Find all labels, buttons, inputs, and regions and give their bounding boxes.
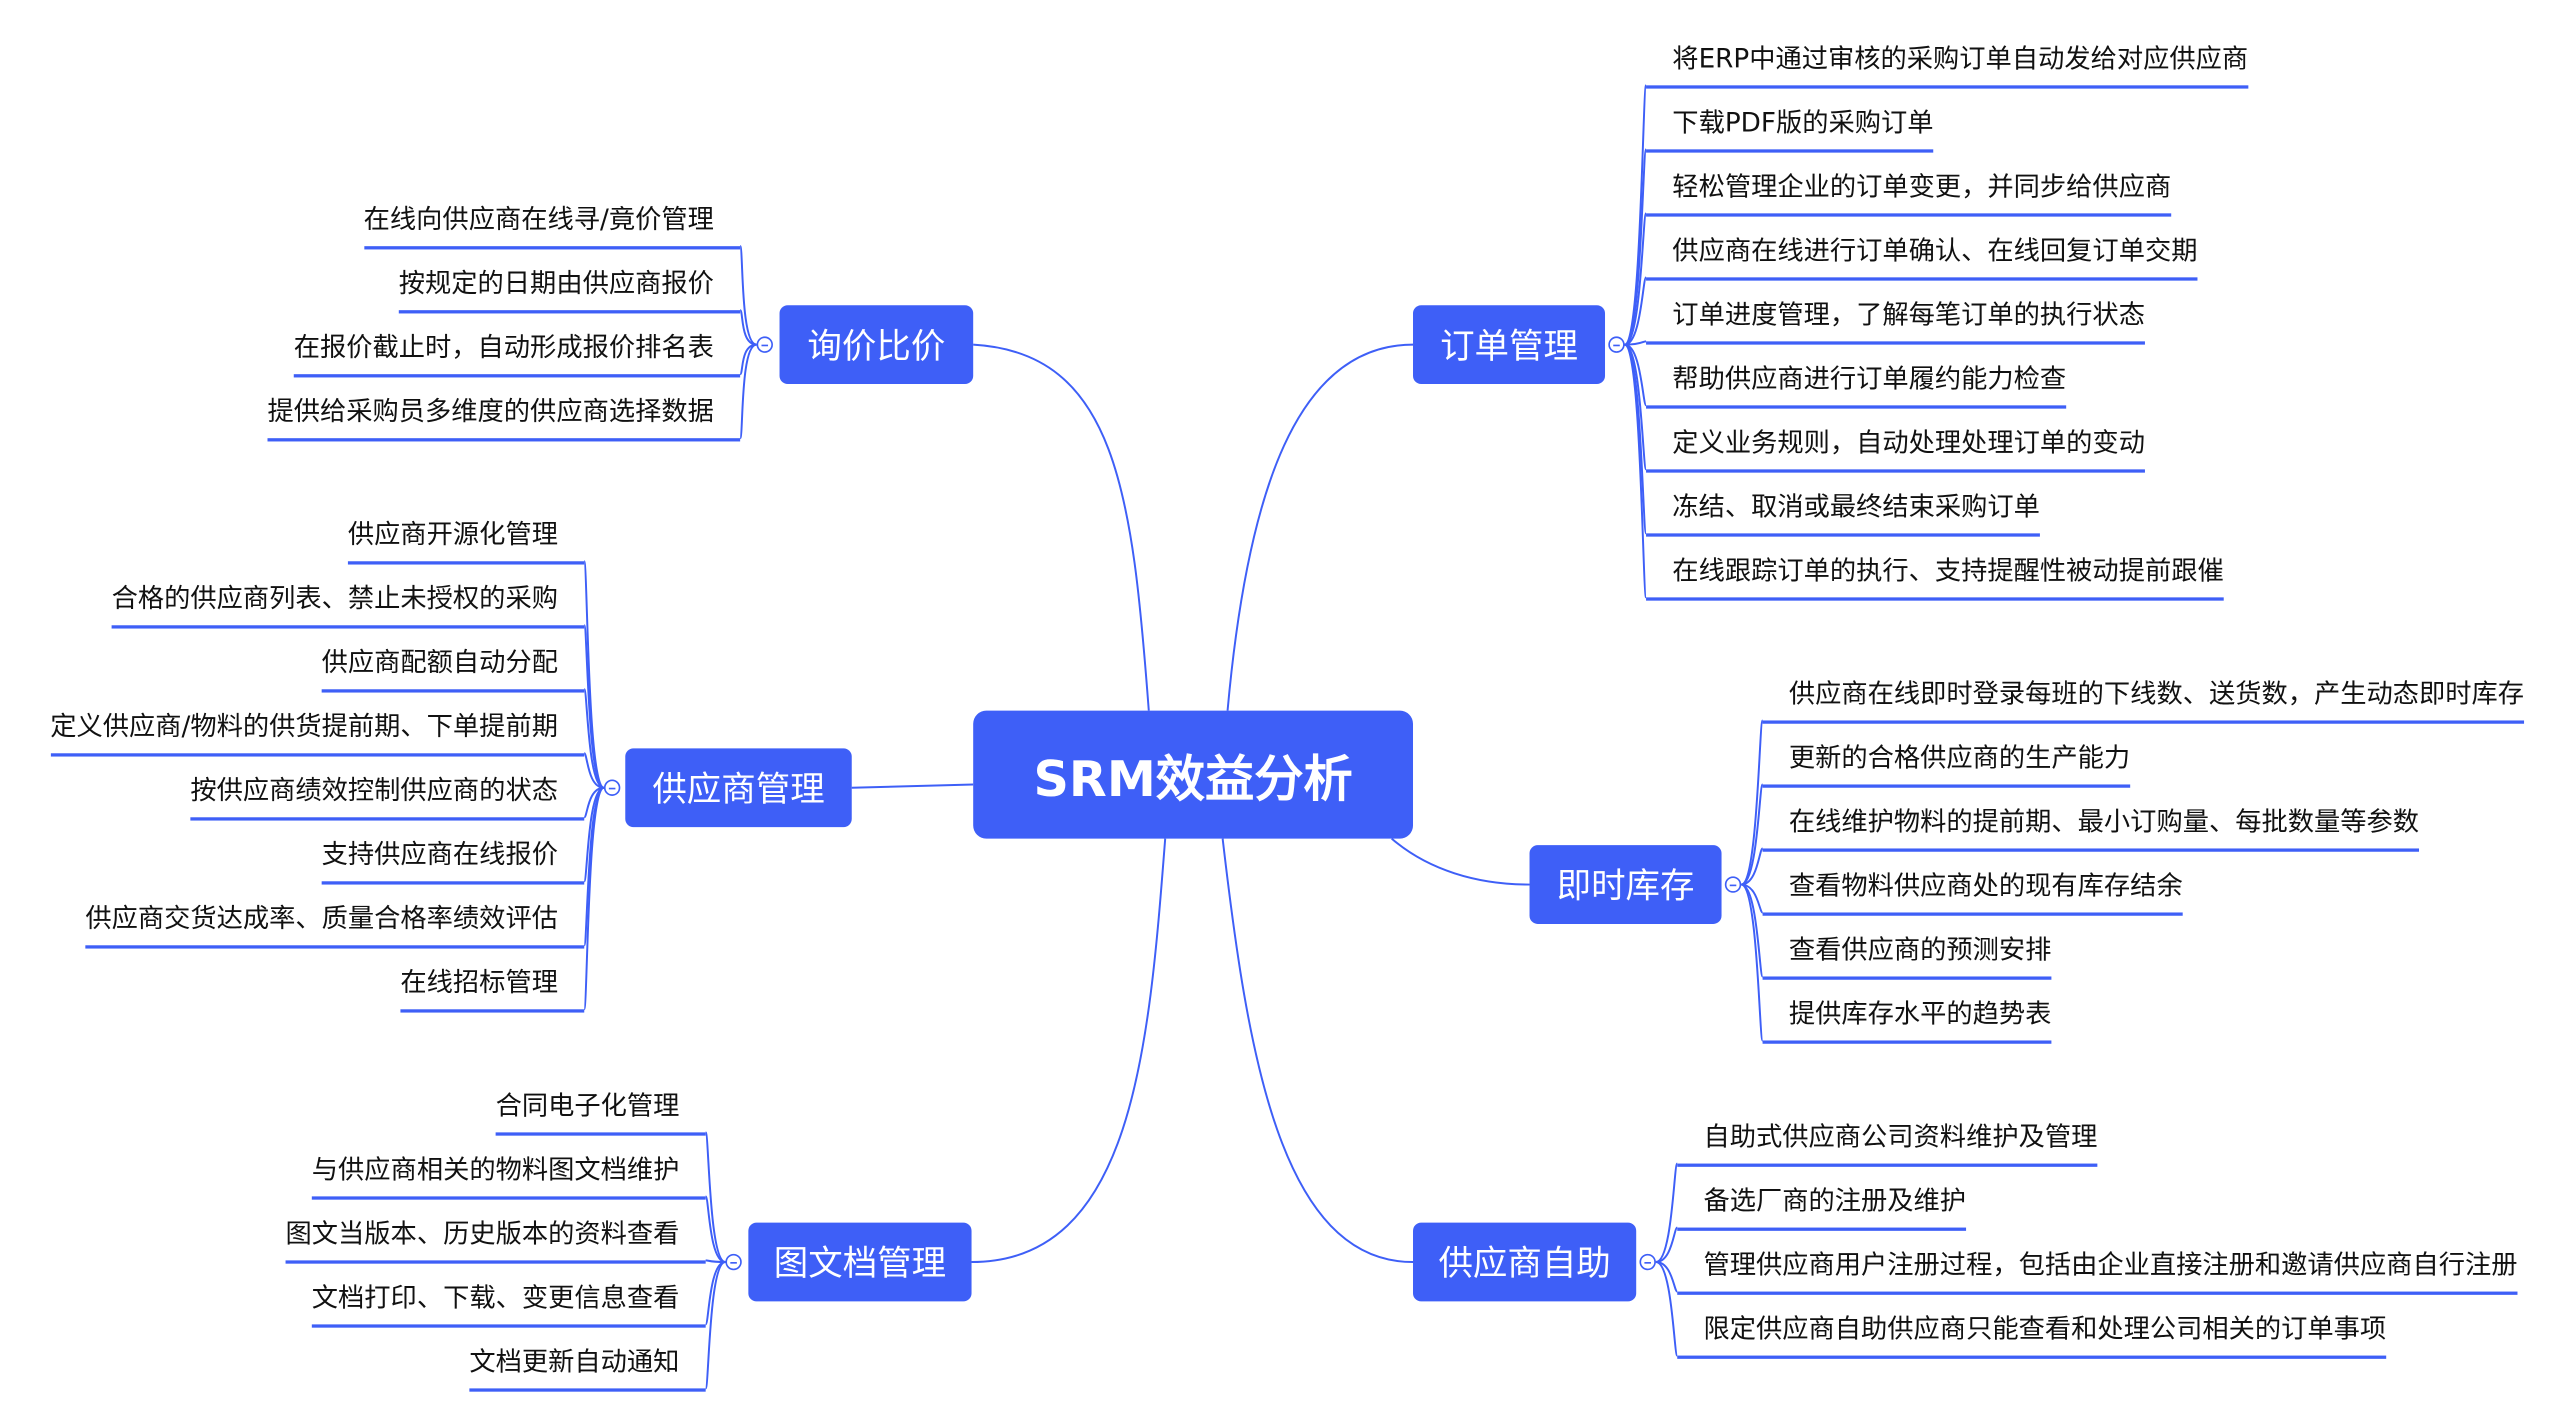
- connector-line: [1741, 847, 1764, 886]
- leaf-item[interactable]: 在线跟踪订单的执行、支持提醒性被动提前跟催: [1646, 555, 2224, 601]
- leaf-item[interactable]: 下载PDF版的采购订单: [1646, 107, 1934, 153]
- connector-line: [704, 1261, 726, 1390]
- collapse-icon[interactable]: [1608, 336, 1625, 353]
- collapse-icon[interactable]: [1639, 1253, 1656, 1271]
- connector-line: [1624, 276, 1648, 346]
- leaf-item[interactable]: 按规定的日期由供应商报价: [398, 268, 741, 314]
- collapse-icon[interactable]: [756, 336, 773, 353]
- connector-line: [739, 309, 757, 346]
- leaf-item[interactable]: 供应商配额自动分配: [321, 647, 585, 693]
- connector-line: [1221, 838, 1414, 1264]
- connector-line: [583, 624, 605, 789]
- connector-line: [704, 1195, 726, 1264]
- leaf-item[interactable]: 帮助供应商进行订单履约能力检查: [1646, 363, 2067, 409]
- leaf-item[interactable]: 供应商交货达成率、质量合格率绩效评估: [85, 903, 585, 949]
- leaf-item[interactable]: 合格的供应商列表、禁止未授权的采购: [111, 583, 585, 629]
- connector-line: [583, 786, 605, 1011]
- connector-line: [973, 343, 1150, 711]
- collapse-icon[interactable]: [1724, 876, 1742, 893]
- branch-gongyingshang-topic[interactable]: 供应商管理: [625, 748, 852, 828]
- leaf-item[interactable]: 查看供应商的预测安排: [1762, 934, 2052, 980]
- leaf-item[interactable]: 管理供应商用户注册过程，包括由企业直接注册和邀请供应商自行注册: [1677, 1249, 2518, 1295]
- leaf-item[interactable]: 查看物料供应商处的现有库存结余: [1762, 870, 2183, 916]
- connector-line: [1655, 1162, 1679, 1264]
- connector-line: [1740, 719, 1764, 886]
- leaf-item[interactable]: 与供应商相关的物料图文档维护: [311, 1154, 706, 1200]
- connector-line: [705, 1259, 726, 1264]
- connector-line: [1226, 343, 1414, 711]
- connector-line: [739, 343, 757, 440]
- branch-jishi-topic[interactable]: 即时库存: [1529, 845, 1722, 924]
- connector-line: [1740, 883, 1764, 978]
- branch-dingdan-topic[interactable]: 订单管理: [1413, 305, 1606, 385]
- leaf-item[interactable]: 合同电子化管理: [495, 1090, 706, 1136]
- connector-line: [704, 1261, 726, 1326]
- connector-line: [1624, 212, 1648, 346]
- connector-line: [971, 838, 1167, 1264]
- leaf-item[interactable]: 在线向供应商在线寻/竟价管理: [363, 203, 741, 250]
- leaf-item[interactable]: 限定供应商自助供应商只能查看和处理公司相关的订单事项: [1677, 1313, 2387, 1359]
- leaf-item[interactable]: 定义供应商/物料的供货提前期、下单提前期: [50, 711, 585, 757]
- leaf-item[interactable]: 将ERP中通过审核的采购订单自动发给对应供应商: [1646, 43, 2249, 89]
- connector-line: [1740, 783, 1764, 886]
- leaf-item[interactable]: 订单进度管理，了解每笔订单的执行状态: [1646, 299, 2145, 345]
- leaf-item[interactable]: 在线维护物料的提前期、最小订购量、每批数量等参数: [1762, 806, 2420, 852]
- leaf-item[interactable]: 供应商开源化管理: [347, 519, 585, 565]
- leaf-item[interactable]: 文档更新自动通知: [469, 1346, 706, 1392]
- collapse-icon[interactable]: [725, 1253, 742, 1271]
- leaf-item[interactable]: 图文当版本、历史版本的资料查看: [285, 1218, 706, 1264]
- connector-line: [583, 688, 605, 789]
- connector-line: [739, 245, 758, 346]
- leaf-item[interactable]: 轻松管理企业的订单变更，并同步给供应商: [1646, 171, 2172, 217]
- leaf-item[interactable]: 按供应商绩效控制供应商的状态: [190, 775, 585, 821]
- leaf-item[interactable]: 自助式供应商公司资料维护及管理: [1677, 1121, 2098, 1167]
- connector-line: [1740, 883, 1764, 1042]
- leaf-item[interactable]: 提供给采购员多维度的供应商选择数据: [267, 396, 741, 442]
- connector-line: [1624, 340, 1647, 346]
- collapse-icon[interactable]: [603, 779, 621, 796]
- leaf-item[interactable]: 在报价截止时，自动形成报价排名表: [293, 332, 741, 378]
- connector-line: [704, 1131, 726, 1264]
- connector-line: [1623, 148, 1648, 346]
- leaf-item[interactable]: 供应商在线进行订单确认、在线回复订单交期: [1646, 235, 2198, 281]
- leaf-item[interactable]: 支持供应商在线报价: [321, 839, 585, 885]
- branch-zizhu-topic[interactable]: 供应商自助: [1413, 1222, 1637, 1302]
- leaf-item[interactable]: 更新的合格供应商的生产能力: [1762, 742, 2131, 788]
- leaf-item[interactable]: 供应商在线即时登录每班的下线数、送货数，产生动态即时库存: [1762, 678, 2525, 724]
- connector-line: [1391, 837, 1530, 886]
- leaf-item[interactable]: 文档打印、下载、变更信息查看: [311, 1282, 706, 1328]
- connector-line: [1623, 343, 1648, 599]
- connector-line: [1655, 1226, 1679, 1264]
- connector-line: [583, 752, 605, 789]
- central-topic[interactable]: SRM效益分析: [973, 710, 1414, 839]
- connector-line: [1655, 1261, 1679, 1357]
- leaf-item[interactable]: 定义业务规则，自动处理处理订单的变动: [1646, 427, 2145, 473]
- branch-xunjia-topic[interactable]: 询价比价: [779, 305, 974, 385]
- branch-tuwendang-topic[interactable]: 图文档管理: [748, 1222, 972, 1302]
- connector-line: [851, 783, 974, 789]
- leaf-item[interactable]: 备选厂商的注册及维护: [1677, 1185, 1967, 1231]
- leaf-item[interactable]: 冻结、取消或最终结束采购订单: [1646, 491, 2040, 537]
- leaf-item[interactable]: 在线招标管理: [400, 967, 585, 1013]
- leaf-item[interactable]: 提供库存水平的趋势表: [1762, 998, 2052, 1044]
